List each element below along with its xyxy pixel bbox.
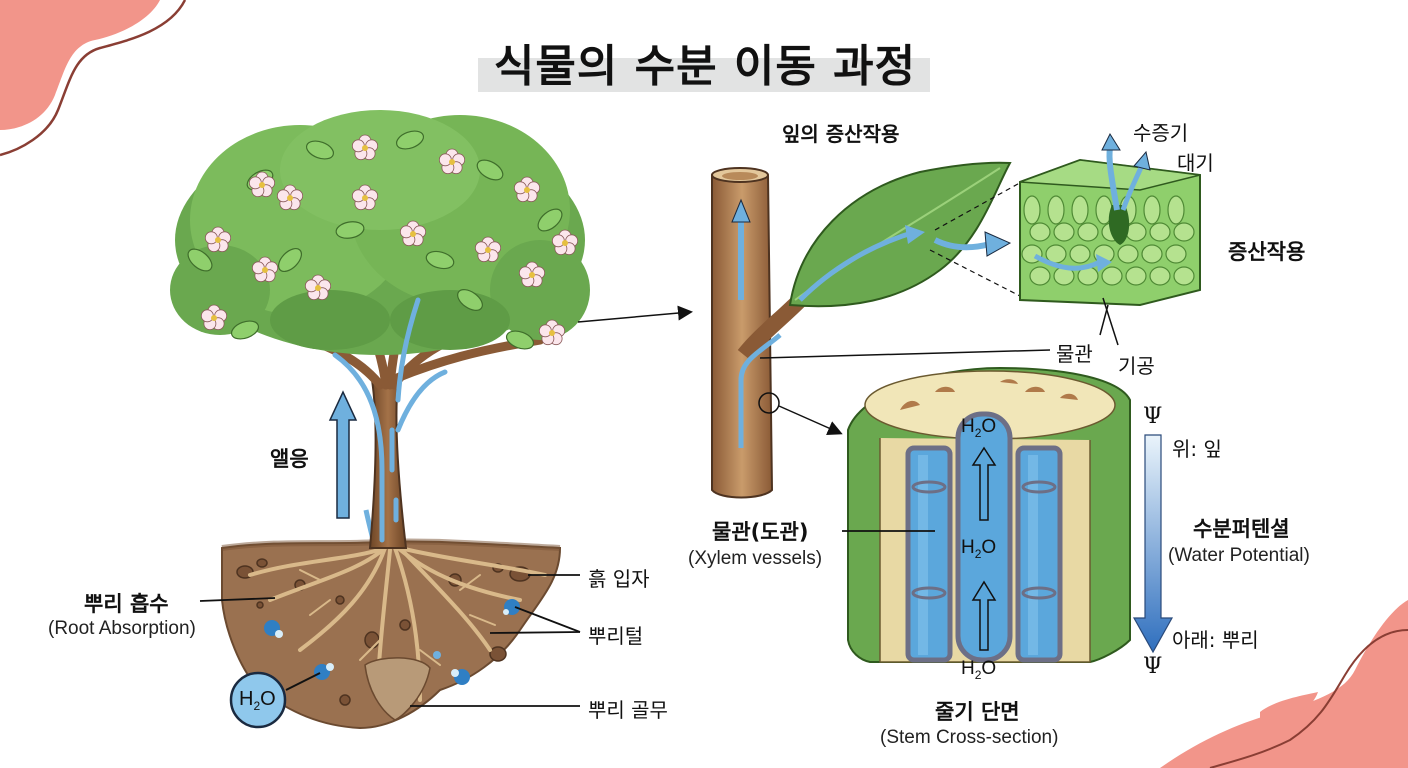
potential-top-label: 위: 잎 — [1172, 437, 1222, 461]
sap-flow-arrows — [332, 297, 448, 543]
mesophyll-cell — [1143, 195, 1161, 225]
root-absorption-label: 뿌리 흡수 — [84, 592, 169, 616]
tree-flowers — [200, 134, 579, 346]
mesophyll-cells — [1021, 195, 1195, 286]
canopy — [170, 110, 590, 355]
psi-symbol-bottom: Ψ — [1143, 654, 1163, 679]
h2o-bubble — [229, 671, 287, 729]
flower-icon — [538, 319, 566, 346]
tree-to-stem-arrow — [577, 305, 693, 323]
stem-segment — [711, 167, 1051, 499]
flower-icon — [351, 134, 379, 161]
flower-icon — [518, 261, 546, 288]
mesophyll-cell — [1173, 266, 1195, 286]
stem-cross-section-title: 줄기 단면 — [935, 700, 1020, 724]
xylem-flow-arrows — [971, 446, 997, 651]
water-potential-title: 수분퍼텐셜 — [1193, 517, 1290, 541]
stomata-label: 기공 — [1118, 354, 1155, 378]
mesophyll-cell — [1149, 266, 1171, 286]
flower-icon — [251, 256, 279, 283]
leaf — [788, 161, 1026, 308]
mesophyll-cell — [1029, 222, 1051, 242]
xylem-vessels-label: 물관(도관) — [712, 520, 809, 544]
flower-icon — [204, 226, 232, 253]
corner-blob-top-left — [0, 0, 160, 130]
flower-icon — [513, 176, 541, 203]
leaf-cross-section — [1019, 132, 1201, 346]
soil-particle-label: 흙 입자 — [588, 567, 650, 591]
leaf-transpiration-heading: 잎의 증산작용 — [782, 122, 900, 146]
transpiration-label: 증산작용 — [1228, 240, 1306, 264]
h2o-bubble-label: H2O — [239, 688, 276, 713]
mesophyll-cell — [1053, 222, 1075, 242]
xylem-vessels-en: (Xylem vessels) — [688, 548, 823, 569]
mesophyll-cell — [1141, 244, 1163, 264]
root-cap-label: 뿌리 골무 — [588, 698, 668, 722]
water-potential-en: (Water Potential) — [1168, 545, 1310, 566]
flower-icon — [304, 274, 332, 301]
mesophyll-cell — [1117, 244, 1139, 264]
vapor-label: 수증기 — [1133, 121, 1189, 145]
psi-symbol-top: Ψ — [1143, 404, 1163, 429]
tree-trunk — [368, 379, 408, 549]
mesophyll-cell — [1029, 266, 1051, 286]
tree — [170, 110, 590, 549]
page-title: 식물의 수분 이동 과정 — [493, 41, 917, 92]
leaf-xylem-label: 물관 — [1056, 342, 1093, 366]
h2o-label-top: H2O — [961, 416, 997, 440]
mesophyll-cell — [1165, 244, 1187, 264]
flower-icon — [248, 171, 276, 198]
stem-magnifier — [758, 392, 780, 414]
mesophyll-cell — [1071, 195, 1089, 225]
tree-leaves — [187, 130, 563, 350]
corner-blob-small — [1260, 692, 1318, 720]
mesophyll-cell — [1125, 266, 1147, 286]
root-cap — [364, 657, 431, 721]
flower-icon — [276, 184, 304, 211]
flower-icon — [399, 220, 427, 247]
stem-cross-section-en: (Stem Cross-section) — [880, 727, 1059, 748]
root-hair-label: 뿌리털 — [588, 624, 644, 648]
title-highlight — [478, 58, 930, 92]
mesophyll-cell — [1077, 222, 1099, 242]
mesophyll-cell — [1167, 195, 1185, 225]
mesophyll-cell — [1047, 195, 1065, 225]
water-molecules — [264, 599, 520, 685]
flower-icon — [351, 184, 379, 211]
flower-icon — [474, 236, 502, 263]
xylem-tubes — [905, 411, 1063, 663]
mesophyll-cell — [1149, 222, 1171, 242]
potential-bottom-label: 아래: 뿌리 — [1172, 628, 1259, 652]
flower-icon — [200, 304, 228, 331]
soil-section — [221, 509, 562, 730]
stem-cross-section — [842, 366, 1131, 663]
corner-blob-bottom-right — [1160, 600, 1408, 768]
flower-icon — [551, 229, 579, 256]
mesophyll-cell — [1023, 195, 1041, 225]
flower-icon — [438, 148, 466, 175]
soil-leaders — [199, 574, 581, 707]
ascent-arrow — [328, 390, 358, 519]
h2o-label-middle: H2O — [961, 537, 997, 561]
corner-line-bottom-right — [1209, 629, 1408, 768]
water-potential-arrow — [1132, 434, 1174, 654]
mesophyll-cell — [1173, 222, 1195, 242]
h2o-label-bottom: H2O — [961, 658, 997, 682]
ascent-label: 앨응 — [270, 447, 309, 471]
mesophyll-cell — [1069, 244, 1091, 264]
root-absorption-en: (Root Absorption) — [48, 618, 196, 639]
atmosphere-label: 대기 — [1177, 151, 1214, 175]
mesophyll-cell — [1101, 266, 1123, 286]
phloem-patches — [900, 379, 1078, 410]
corner-line-top-left — [0, 0, 187, 157]
